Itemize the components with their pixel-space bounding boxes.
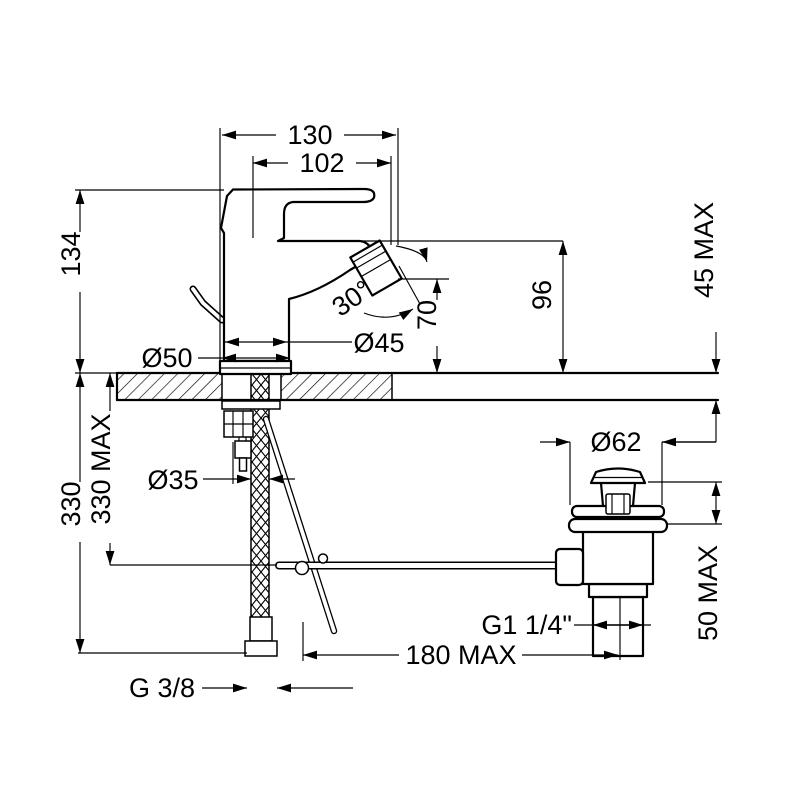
label-body-diameter: Ø45 <box>353 328 404 358</box>
faucet-body <box>219 187 376 363</box>
fixing-washer <box>221 400 281 410</box>
deck-hatch-right <box>281 373 392 400</box>
angle-arc-upper <box>395 245 428 263</box>
popup-waste-assembly <box>554 467 669 658</box>
popup-plug-cap <box>589 467 647 485</box>
braided-hose <box>251 374 269 617</box>
label-waste-thread: G1 1/4" <box>481 610 572 640</box>
popup-rod-linkage <box>275 553 560 576</box>
fixing-stud <box>234 440 252 459</box>
countertop-section <box>115 371 720 402</box>
fixing-stud-tip <box>238 457 248 472</box>
drain-step <box>587 582 649 599</box>
label-masks <box>65 121 655 668</box>
label-hose-length: 330 <box>56 481 86 526</box>
drain-body <box>581 529 655 586</box>
label-base-diameter: Ø50 <box>141 343 192 373</box>
label-hole-diameter: Ø35 <box>147 465 198 495</box>
label-deck-thickness-max: 45 MAX <box>689 202 719 298</box>
label-hose-thread: G 3/8 <box>129 673 195 703</box>
supply-hose-assembly <box>221 374 338 657</box>
rod-clamp <box>317 553 329 564</box>
label-spout-reach: 102 <box>299 148 344 178</box>
label-outlet-height: 70 <box>412 300 442 330</box>
drain-gasket-lower <box>567 517 669 534</box>
faucet-body-group <box>189 187 403 376</box>
label-rod-length-max: 330 MAX <box>86 413 116 524</box>
angle-arc-lower <box>363 308 414 321</box>
label-spout-top-height: 96 <box>527 280 557 310</box>
rod-ball-joint <box>294 560 310 576</box>
drain-lever-nut <box>554 547 585 587</box>
label-body-height: 134 <box>56 231 86 276</box>
hose-nut-g38 <box>244 640 278 657</box>
label-basin-thickness-max: 50 MAX <box>693 545 723 641</box>
drain-tailpiece <box>591 595 645 658</box>
label-rod-reach-max: 180 MAX <box>405 640 516 670</box>
label-waste-flange-diameter: Ø62 <box>590 427 641 457</box>
hose-ferrule <box>249 616 273 642</box>
drain-pin <box>605 493 631 515</box>
label-width-overall: 130 <box>287 120 332 150</box>
dimension-lines <box>75 130 721 693</box>
deck-hatch-left <box>117 373 222 400</box>
